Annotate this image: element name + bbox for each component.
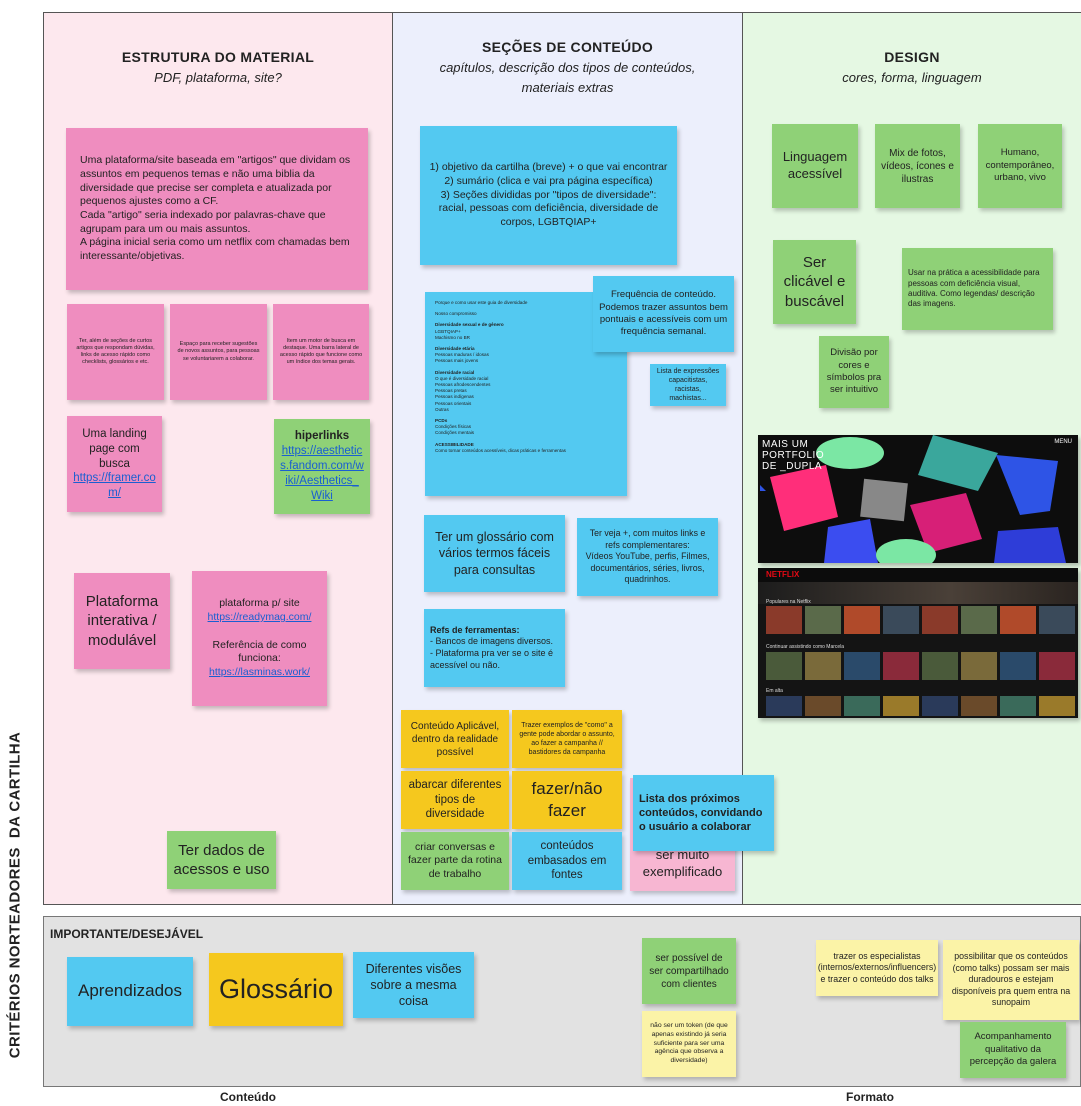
note-conteudos-embasados[interactable]: conteúdos embasados em fontes bbox=[512, 832, 622, 890]
note-landing-page[interactable]: Uma landing page com busca https://frame… bbox=[67, 416, 162, 512]
document-line: Diversidade racial bbox=[435, 369, 475, 375]
note-criar-conversas[interactable]: criar conversas e fazer parte da rotina … bbox=[401, 832, 509, 890]
note-trazer-exemplos[interactable]: Trazer exemplos de "como" a gente pode a… bbox=[512, 710, 622, 768]
document-line: PCDs bbox=[435, 418, 448, 424]
document-line: Pessoas pretas bbox=[435, 388, 467, 394]
document-line: Diversidade sexual e de gênero bbox=[435, 322, 504, 328]
lasminas-link[interactable]: https://lasminas.work/ bbox=[209, 665, 310, 678]
note-plataforma-interativa[interactable]: Plataforma interativa / modulável bbox=[74, 573, 170, 669]
note-plataforma-artigos[interactable]: Uma plataforma/site baseada em "artigos"… bbox=[66, 128, 368, 290]
document-line: Porque e como usar este guia de diversid… bbox=[435, 300, 528, 305]
column-estrutura-title: ESTRUTURA DO MATERIAL bbox=[121, 49, 315, 65]
document-line: Condições físicas bbox=[435, 424, 472, 430]
document-line: Pessoas orientais bbox=[435, 400, 472, 406]
portfolio-menu[interactable]: MENU bbox=[1054, 439, 1072, 445]
note-hiperlinks[interactable]: hiperlinks https://aesthetics.fandom.com… bbox=[274, 419, 370, 514]
netflix-row3 bbox=[766, 696, 1076, 716]
note-objetivo-cartilha[interactable]: 1) objetivo da cartilha (breve) + o que … bbox=[420, 126, 677, 265]
note-token[interactable]: não ser um token (de que apenas existind… bbox=[642, 1011, 736, 1077]
footer-conteudo-label: Conteúdo bbox=[220, 1090, 276, 1104]
note-small-busca[interactable]: Item um motor de busca em destaque. Uma … bbox=[273, 304, 369, 400]
note-acompanhamento[interactable]: Acompanhamento qualitativo da percepção … bbox=[960, 1022, 1066, 1078]
note-readymag[interactable]: plataforma p/ site https://readymag.com/… bbox=[192, 571, 327, 706]
note-divisao-cores[interactable]: Divisão por cores e símbolos pra ser int… bbox=[819, 336, 889, 408]
column-design-title: DESIGN bbox=[884, 49, 940, 65]
note-usar-pratica[interactable]: Usar na prática a acessibilidade para pe… bbox=[902, 248, 1053, 330]
portfolio-reference-image: MAIS UM PORTFOLIO DE _DUPLA MENU bbox=[758, 435, 1078, 563]
column-design-header: DESIGN cores, forma, linguagem bbox=[743, 49, 1081, 88]
document-line: Machismo no BR bbox=[435, 334, 470, 340]
netflix-row2 bbox=[766, 652, 1076, 680]
document-line: ACESSIBILIDADE bbox=[435, 441, 474, 447]
note-glossario[interactable]: Ter um glossário com vários termos fácei… bbox=[424, 515, 565, 592]
note-diferentes-visoes[interactable]: Diferentes visões sobre a mesma coisa bbox=[353, 952, 474, 1018]
refs-body: - Bancos de imagens diversos. - Platafor… bbox=[430, 636, 554, 670]
note-aprendizados[interactable]: Aprendizados bbox=[67, 957, 193, 1026]
referencia-text: Referência de como funciona: bbox=[212, 638, 307, 665]
note-small-checklists[interactable]: Ter, além de seções de curtos artigos qu… bbox=[67, 304, 164, 400]
portfolio-shapes bbox=[760, 435, 1066, 563]
note-abarcar[interactable]: abarcar diferentes tipos de diversidade bbox=[401, 771, 509, 829]
note-glossario-importante[interactable]: Glossário bbox=[209, 953, 343, 1026]
document-line: Condições mentais bbox=[435, 430, 475, 436]
footer-formato-label: Formato bbox=[846, 1090, 894, 1104]
netflix-row1 bbox=[766, 606, 1076, 634]
note-clicavel-buscavel[interactable]: Ser clicável e buscável bbox=[773, 240, 856, 324]
note-ter-veja[interactable]: Ter veja +, com muitos links e refs comp… bbox=[577, 518, 718, 596]
note-mix-midias[interactable]: Mix de fotos, vídeos, ícones e ilustras bbox=[875, 124, 960, 208]
document-line: Outras bbox=[435, 406, 449, 412]
netflix-row1-label: Populares na Netflix bbox=[766, 599, 811, 605]
document-line: Como tornar conteúdos acessíveis, dicas … bbox=[435, 447, 566, 453]
hiperlinks-title: hiperlinks bbox=[294, 430, 350, 443]
note-conteudo-aplicavel[interactable]: Conteúdo Aplicável, dentro da realidade … bbox=[401, 710, 509, 768]
note-fazer-nao-fazer[interactable]: fazer/não fazer bbox=[512, 771, 622, 829]
note-lista-proximos[interactable]: Lista dos próximos conteúdos, convidando… bbox=[633, 775, 774, 851]
portfolio-title: MAIS UM PORTFOLIO DE _DUPLA bbox=[762, 439, 825, 472]
note-possibilitar[interactable]: possibilitar que os conteúdos (como talk… bbox=[943, 940, 1079, 1020]
landing-page-text: Uma landing page com busca bbox=[82, 427, 147, 470]
note-refs-ferramentas[interactable]: Refs de ferramentas: - Bancos de imagens… bbox=[424, 609, 565, 687]
document-line: LGBTQIAP+ bbox=[435, 328, 461, 334]
document-line: Pessoas maduras / idosas bbox=[435, 352, 489, 358]
note-especialistas[interactable]: trazer os especialistas (internos/extern… bbox=[816, 940, 938, 996]
document-line: Pessoas mais jovens bbox=[435, 358, 479, 364]
note-dados-acessos[interactable]: Ter dados de acessos e uso bbox=[167, 831, 276, 889]
note-humano[interactable]: Humano, contemporâneo, urbano, vivo bbox=[978, 124, 1062, 208]
readymag-link[interactable]: https://readymag.com/ bbox=[207, 611, 312, 624]
refs-title: Refs de ferramentas: bbox=[430, 624, 520, 635]
column-secoes-title: SEÇÕES DE CONTEÚDO bbox=[481, 39, 654, 55]
document-line: Pessoas indígenas bbox=[435, 394, 474, 400]
framer-link[interactable]: https://framer.com/ bbox=[73, 472, 156, 500]
readymag-text: plataforma p/ site bbox=[219, 597, 300, 610]
document-line: Pessoas afrodescendentes bbox=[435, 382, 491, 388]
vertical-axis-label: CRITÉRIOS NORTEADORES DA CARTILHA bbox=[0, 700, 30, 1090]
aesthetics-link[interactable]: https://aesthetics.fandom.com/wiki/Aesth… bbox=[280, 445, 364, 502]
note-compartilhado-clientes[interactable]: ser possível de ser compartilhado com cl… bbox=[642, 938, 736, 1004]
column-secoes-subtitle: capítulos, descrição dos tipos de conteú… bbox=[439, 60, 696, 95]
document-lines: Porque e como usar este guia de diversid… bbox=[435, 300, 566, 454]
important-title: IMPORTANTE/DESEJÁVEL bbox=[50, 927, 204, 941]
column-estrutura-header: ESTRUTURA DO MATERIAL PDF, plataforma, s… bbox=[44, 49, 392, 88]
netflix-row2-label: Continuar assistindo como Marcela bbox=[766, 644, 845, 650]
note-lista-expressoes[interactable]: Lista de expressões capacitistas, racist… bbox=[650, 364, 726, 406]
netflix-logo: NETFLIX bbox=[766, 570, 800, 579]
note-small-sugestoes[interactable]: Espaço para receber sugestões de novos a… bbox=[170, 304, 267, 400]
column-design-subtitle: cores, forma, linguagem bbox=[842, 70, 982, 85]
document-line: Nosso compromisso bbox=[435, 311, 477, 317]
note-frequencia[interactable]: Frequência de conteúdo. Podemos trazer a… bbox=[593, 276, 734, 352]
column-secoes-header: SEÇÕES DE CONTEÚDO capítulos, descrição … bbox=[393, 39, 742, 98]
netflix-row3-label: Em alta bbox=[766, 688, 783, 694]
note-linguagem-acessivel[interactable]: Linguagem acessível bbox=[772, 124, 858, 208]
document-line: O que é diversidade racial bbox=[435, 375, 489, 381]
document-line: Diversidade etária bbox=[435, 346, 475, 352]
vertical-axis-text: CRITÉRIOS NORTEADORES DA CARTILHA bbox=[6, 731, 24, 1059]
column-estrutura-subtitle: PDF, plataforma, site? bbox=[154, 70, 282, 85]
netflix-reference-image: NETFLIX Populares na Netflix Continuar a… bbox=[758, 568, 1078, 718]
netflix-nav: NETFLIX bbox=[758, 568, 1078, 582]
netflix-banner bbox=[758, 582, 1078, 604]
